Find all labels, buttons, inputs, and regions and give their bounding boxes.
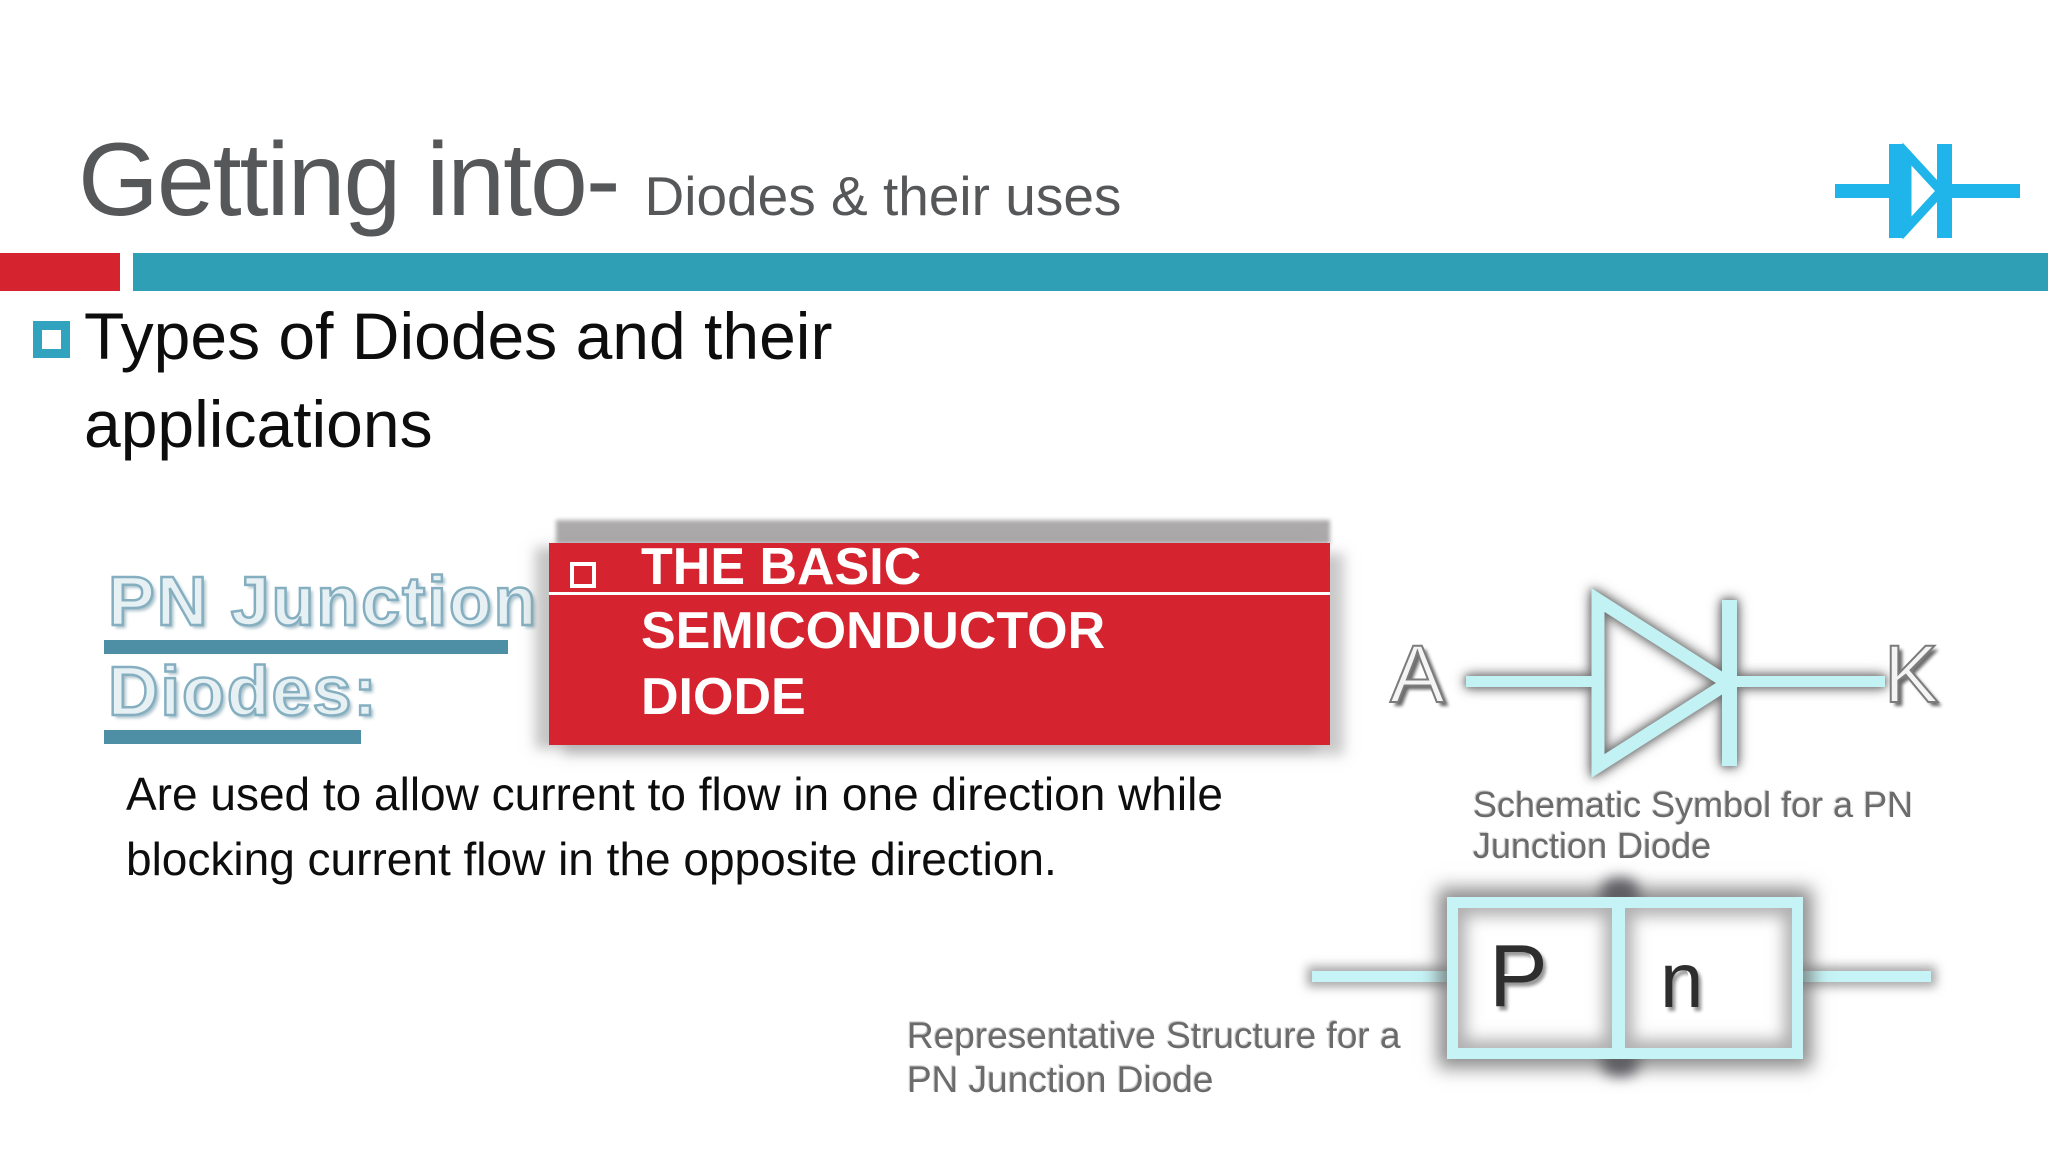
heading-bullet-square-icon bbox=[33, 321, 70, 358]
section-heading-line2: applications bbox=[84, 387, 433, 461]
structure-caption: Representative Structure for a PN Juncti… bbox=[907, 1014, 1401, 1102]
body-line1: Are used to allow current to flow in one… bbox=[126, 768, 1223, 820]
pn-right-lead bbox=[1803, 971, 1931, 982]
cathode-label: K bbox=[1883, 629, 1940, 720]
callout-line1: THE BASIC bbox=[641, 538, 922, 596]
n-region-label: n bbox=[1660, 936, 1704, 1024]
cathode-lead bbox=[1737, 676, 1885, 687]
wordart-underline1 bbox=[104, 640, 508, 654]
pn-junction-divider bbox=[1612, 897, 1625, 1059]
pn-structure-box bbox=[1447, 897, 1803, 1059]
diode-triangle bbox=[1591, 588, 1741, 778]
wordart-line2: Diodes: bbox=[107, 652, 379, 730]
structure-caption-line2: PN Junction Diode bbox=[907, 1059, 1214, 1100]
diode-schematic-figure bbox=[1466, 588, 1885, 778]
page-title-line: Getting into-Diodes & their uses bbox=[78, 128, 1121, 248]
structure-caption-line1: Representative Structure for a bbox=[907, 1015, 1401, 1056]
wordart-underline2 bbox=[104, 730, 361, 744]
wordart-line1: PN Junction bbox=[107, 562, 539, 640]
p-region-label: P bbox=[1489, 926, 1548, 1025]
pn-left-lead bbox=[1312, 971, 1447, 982]
schematic-caption-line1: Schematic Symbol for a PN bbox=[1473, 784, 1914, 825]
callout-top-shadow bbox=[556, 520, 1330, 544]
page-subtitle: Diodes & their uses bbox=[644, 165, 1122, 227]
page-title: Getting into- bbox=[78, 122, 621, 238]
schematic-caption-line2: Junction Diode bbox=[1473, 825, 1712, 866]
body-paragraph: Are used to allow current to flow in one… bbox=[126, 762, 1223, 892]
body-line2: blocking current flow in the opposite di… bbox=[126, 833, 1057, 885]
divider-bar-teal bbox=[133, 253, 2048, 291]
diode-icon bbox=[1835, 142, 2020, 240]
callout-box: THE BASIC SEMICONDUCTOR DIODE bbox=[549, 538, 1330, 745]
n-region-cell bbox=[1625, 908, 1792, 1048]
callout-line3: DIODE bbox=[641, 668, 806, 726]
anode-label: A bbox=[1389, 629, 1446, 720]
section-heading-line1: Types of Diodes and their bbox=[84, 299, 833, 373]
schematic-caption: Schematic Symbol for a PN Junction Diode bbox=[1473, 784, 1913, 866]
callout-line2: SEMICONDUCTOR bbox=[641, 602, 1106, 660]
callout-bullet-square-icon bbox=[570, 562, 596, 588]
divider-accent-red bbox=[0, 253, 120, 291]
callout-rule bbox=[549, 592, 1330, 595]
anode-lead bbox=[1466, 676, 1600, 687]
section-heading: Types of Diodes and their applications bbox=[84, 292, 832, 468]
